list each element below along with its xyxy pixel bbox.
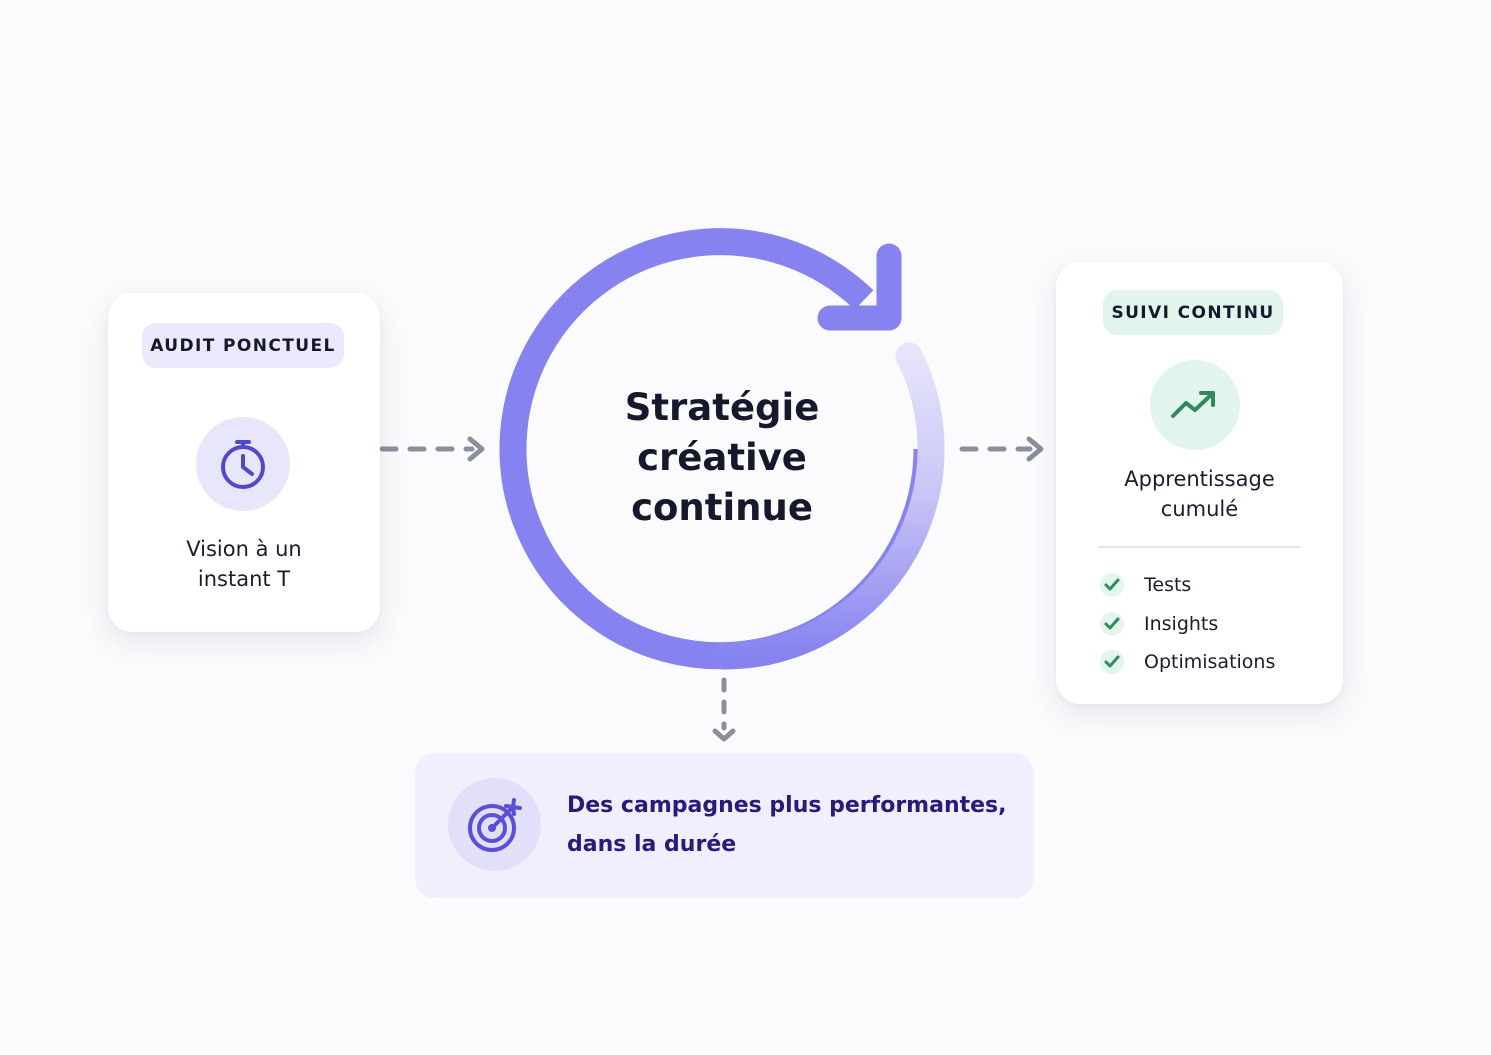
audit-text-line: Vision à un: [186, 537, 302, 561]
checklist: Tests Insights Optimisations: [1100, 566, 1275, 682]
audit-card: AUDIT PONCTUEL Vision à un instant T: [108, 293, 380, 632]
center-to-bottom-arrow: [712, 677, 736, 742]
outcome-text-line: dans la durée: [567, 832, 737, 857]
center-to-right-arrow: [959, 436, 1044, 462]
check-icon: [1100, 650, 1124, 675]
checklist-item: Insights: [1100, 605, 1275, 644]
refresh-cycle-icon: [499, 228, 945, 670]
suivi-text-line: cumulé: [1160, 497, 1239, 521]
outcome-text: Des campagnes plus performantes, dans la…: [567, 786, 1007, 864]
check-icon: [1100, 573, 1124, 598]
suivi-description: Apprentissage cumulé: [1056, 464, 1343, 524]
checklist-label: Optimisations: [1144, 651, 1276, 674]
outcome-text-line: Des campagnes plus performantes,: [567, 793, 1007, 818]
center-title-line: continue: [631, 486, 813, 529]
check-icon: [1100, 611, 1124, 636]
suivi-card: SUIVI CONTINU Apprentissage cumulé Tests…: [1056, 262, 1343, 704]
center-title: Stratégie créative continue: [572, 383, 872, 533]
checklist-label: Insights: [1144, 612, 1219, 635]
suivi-badge: SUIVI CONTINU: [1103, 290, 1283, 335]
audit-badge: AUDIT PONCTUEL: [142, 323, 344, 368]
trending-up-icon: [1150, 360, 1240, 450]
outcome-panel: Des campagnes plus performantes, dans la…: [415, 753, 1034, 898]
checklist-item: Optimisations: [1100, 643, 1275, 682]
audit-description: Vision à un instant T: [108, 534, 380, 594]
stopwatch-icon: [196, 417, 290, 511]
suivi-text-line: Apprentissage: [1124, 467, 1275, 491]
target-icon: [448, 778, 541, 871]
center-title-line: créative: [637, 436, 807, 479]
checklist-item: Tests: [1100, 566, 1275, 605]
left-to-center-arrow: [379, 436, 485, 462]
audit-text-line: instant T: [197, 567, 291, 591]
divider: [1098, 546, 1300, 548]
center-title-line: Stratégie: [624, 386, 820, 429]
checklist-label: Tests: [1144, 574, 1192, 597]
